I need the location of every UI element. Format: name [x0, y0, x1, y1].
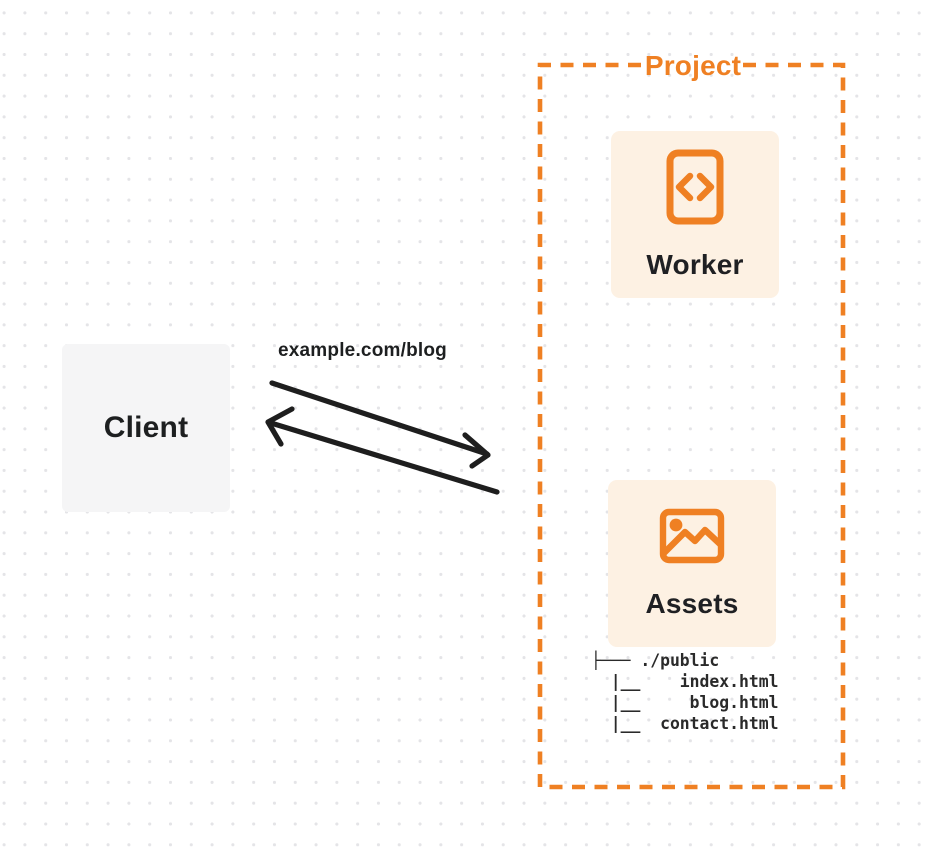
worker-label: Worker [646, 248, 744, 280]
client-node: Client [62, 344, 230, 512]
project-label: Project [644, 50, 742, 81]
worker-node: Worker [611, 131, 779, 298]
assets-label: Assets [645, 587, 739, 619]
image-icon [659, 508, 725, 563]
response-arrow [265, 406, 500, 495]
request-url-label: example.com/blog [278, 340, 447, 361]
client-label: Client [103, 411, 189, 444]
file-tree-line-index: |__ index.html [591, 672, 779, 691]
code-document-icon [666, 149, 724, 224]
file-tree-line-contact: |__ contact.html [591, 714, 779, 733]
file-tree-line-blog: |__ blog.html [591, 693, 779, 712]
file-tree: ├─── ./public |__ index.html |__ blog.ht… [591, 650, 779, 734]
file-tree-line-public: ├─── ./public [591, 651, 720, 670]
request-arrowhead-icon [462, 432, 491, 469]
response-arrowhead-icon [265, 406, 295, 447]
assets-node: Assets [608, 480, 776, 647]
request-arrow [269, 380, 491, 469]
